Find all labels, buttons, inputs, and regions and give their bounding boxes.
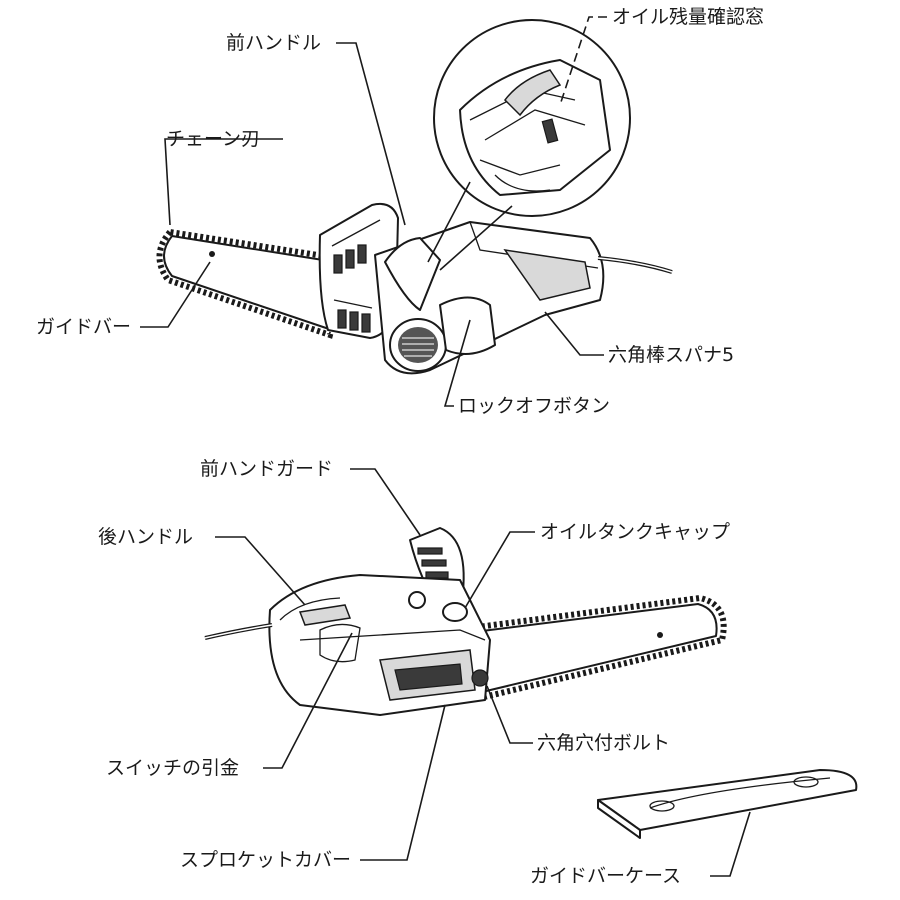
label-switch-trigger: スイッチの引金 — [106, 757, 240, 779]
top-guide-bar — [156, 228, 354, 339]
bottom-guard-vents — [417, 547, 449, 579]
top-front-handle-shape — [384, 237, 441, 311]
label-front-handle: 前ハンドル — [226, 32, 322, 54]
top-oil-window-magnifier — [433, 19, 631, 217]
label-chain-blade: チェーン刃 — [166, 128, 261, 150]
label-oil-level-window: オイル残量確認窓 — [612, 6, 765, 28]
bottom-hex-bolt — [471, 669, 489, 687]
label-lock-off-button: ロックオフボタン — [458, 395, 611, 417]
bottom-body — [268, 574, 491, 716]
bottom-chainsaw — [204, 527, 727, 716]
top-chainsaw — [156, 19, 673, 375]
top-motor-vent — [389, 318, 447, 372]
bottom-guide-bar — [466, 594, 727, 702]
bottom-oil-cap — [408, 591, 468, 622]
label-oil-tank-cap: オイルタンクキャップ — [540, 521, 731, 543]
label-hex-socket-bolt: 六角穴付ボルト — [537, 732, 671, 754]
label-sprocket-cover: スプロケットカバー — [180, 849, 352, 871]
top-guard-vents — [333, 244, 371, 333]
label-hex-wrench: 六角棒スパナ5 — [608, 344, 735, 366]
label-guide-bar: ガイドバー — [36, 316, 132, 338]
leader-lines — [140, 16, 751, 877]
label-front-hand-guard: 前ハンドガード — [200, 458, 334, 480]
guide-bar-case — [597, 769, 858, 839]
label-rear-handle: 後ハンドル — [98, 526, 194, 548]
label-guide-bar-case: ガイドバーケース — [530, 865, 682, 887]
